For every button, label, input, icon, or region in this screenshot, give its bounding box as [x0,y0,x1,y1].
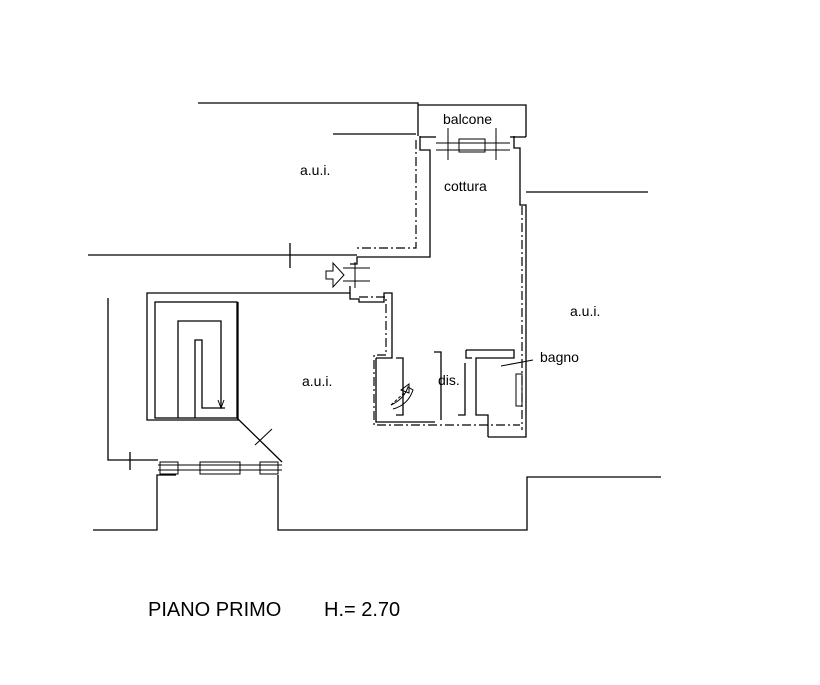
floor-name: PIANO PRIMO [148,599,281,621]
door-swing-icon [390,386,414,410]
floor-height: H.= 2.70 [324,599,400,621]
dashed-outline [357,140,523,430]
room-label-balcone: balcone [443,111,492,127]
staircase [154,301,238,419]
room-label-bagno: bagno [540,349,579,365]
interior-partitions [390,349,534,437]
room-label-aui-center: a.u.i. [302,373,332,389]
room-label-aui-right: a.u.i. [570,303,600,319]
apartment-walls [146,136,527,438]
boundary-lines [88,102,661,531]
entrance-arrow-icon [325,261,345,289]
entrance [325,261,370,289]
bottom-window [158,417,283,475]
room-label-cottura: cottura [444,178,487,194]
room-label-aui-top: a.u.i. [300,162,330,178]
room-label-dis: dis. [438,372,460,388]
balcone-window [436,128,510,160]
